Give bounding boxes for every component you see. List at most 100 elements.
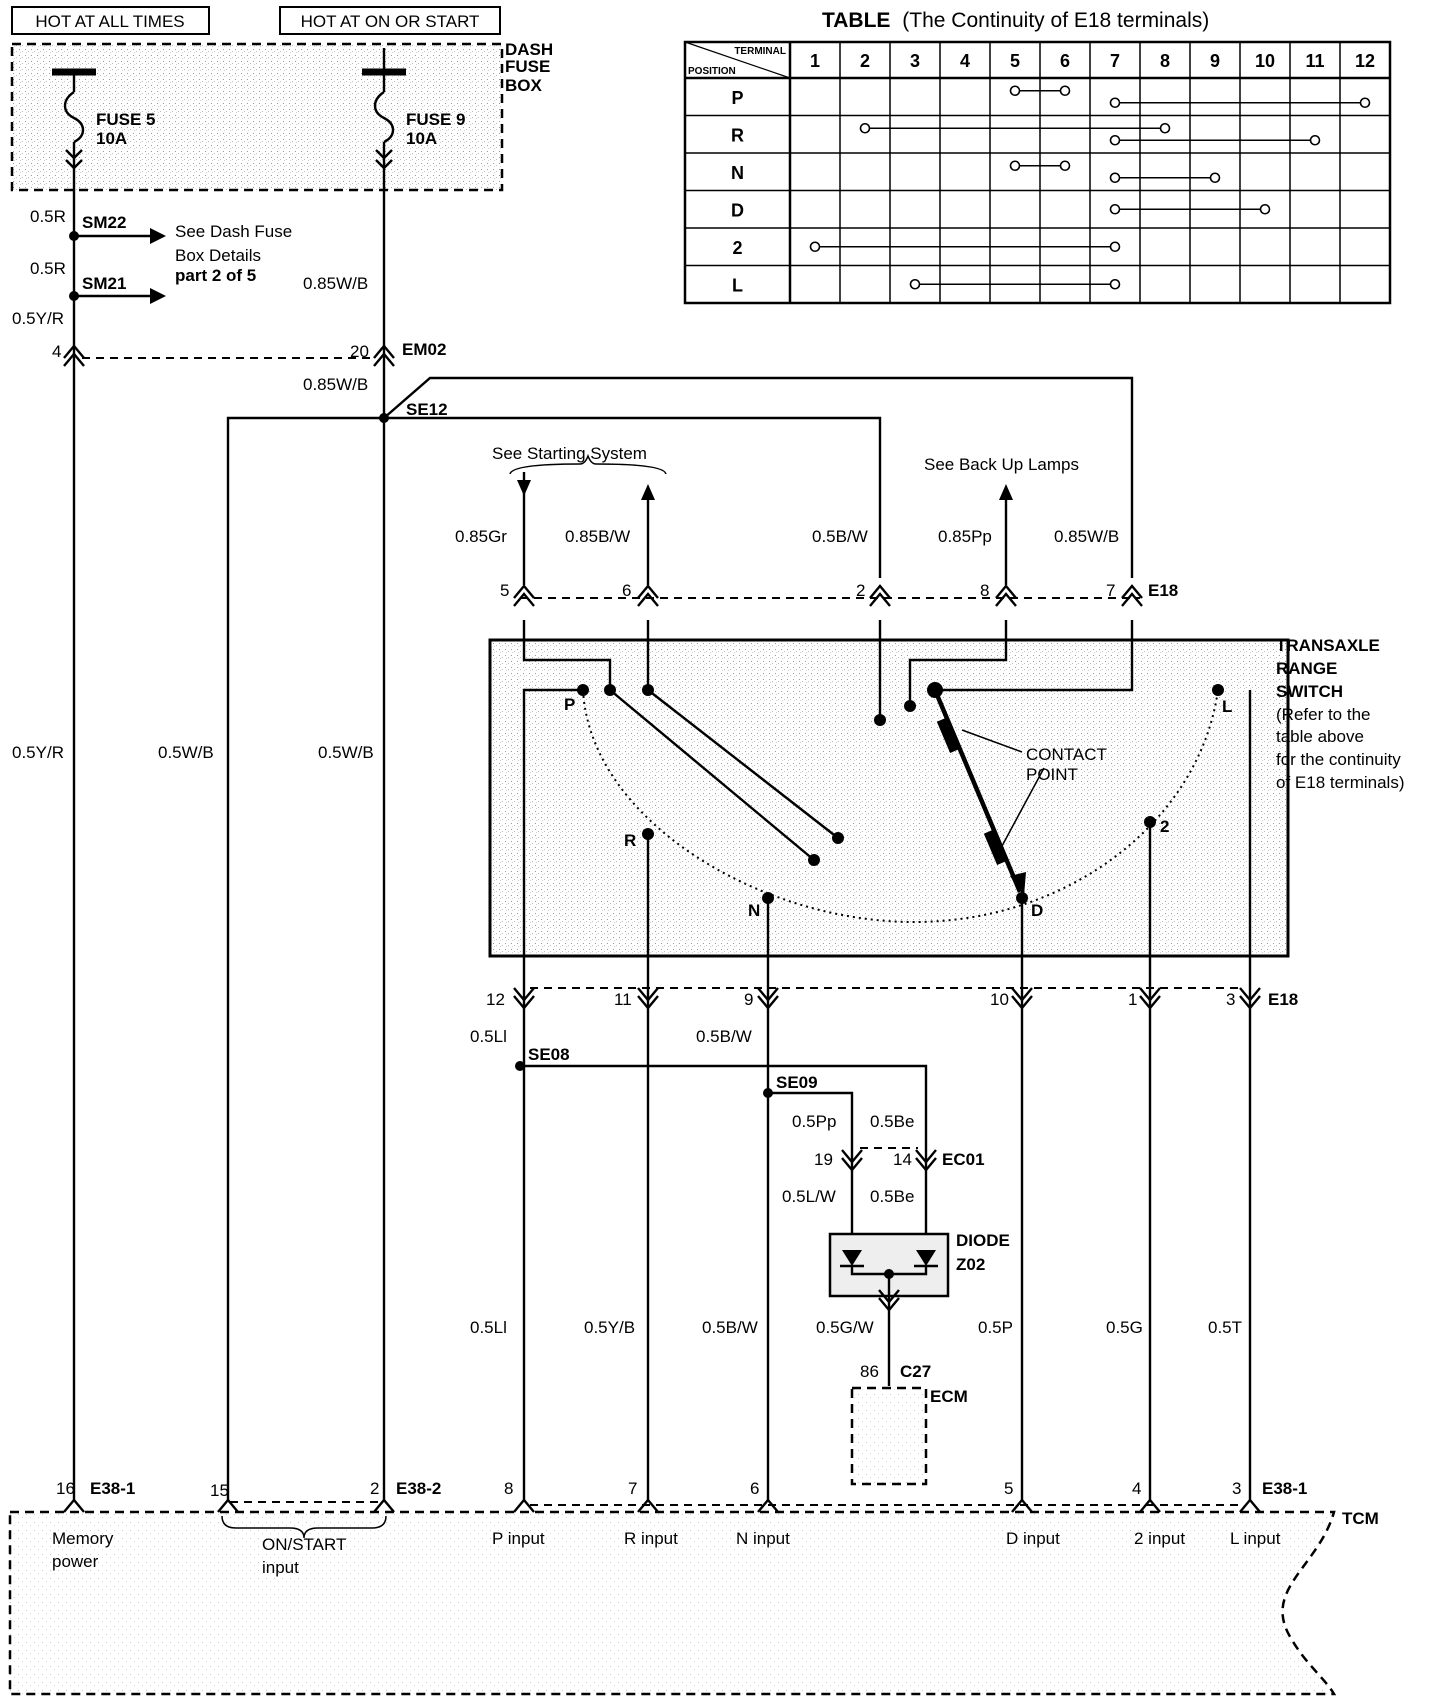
table-title-bold: TABLE [822,9,890,32]
top-e18-connector: See Starting System See Back Up Lamps 0.… [455,444,1178,600]
tcm-module: TCM Memory power ON/START input P input … [8,1509,1379,1696]
table-terminal-header: 11 [1305,51,1324,71]
c27-pin-86: 86 [860,1362,879,1381]
table-continuity-end [1109,203,1121,215]
fuse-box-label-1: DASH [505,40,553,59]
switch-title-1: TRANSAXLE [1276,636,1380,655]
e38-1-label-a: E38-1 [90,1479,135,1498]
wire-05p: 0.5P [978,1318,1013,1337]
table-continuity-end [809,241,821,253]
wire-05be-a: 0.5Be [870,1112,914,1131]
table-terminal-header: 8 [1160,51,1170,71]
tcm-pin-3: 3 [1232,1479,1241,1498]
ec01-chevron [841,1157,863,1172]
tcm-connector: 16 E38-1 15 2 E38-2 8 7 6 5 4 3 E38-1 [56,1479,1307,1506]
memory-power-line2: power [52,1552,99,1571]
table-terminal-header: 1 [810,51,820,71]
e18-top-pin-8: 8 [980,581,989,600]
fuse-5-rating: 10A [96,129,127,148]
ec01-pin-19: 19 [814,1150,833,1169]
switch-note-4: of E18 terminals) [1276,773,1405,792]
em02-label: EM02 [402,340,446,359]
tcm-pin-16: 16 [56,1479,75,1498]
table-terminal-header: 3 [910,51,920,71]
table-terminal-header: 9 [1210,51,1220,71]
connector-chevrons [63,584,1261,1513]
wire-05yr: 0.5Y/R [12,743,64,762]
ec01-chevron [841,1149,863,1164]
switch-pos-d: D [1031,901,1043,920]
wire-05r-b: 0.5R [30,259,66,278]
fuse-5-name: FUSE 5 [96,110,156,129]
wire-05bw-top: 0.5B/W [812,527,868,546]
table-continuity-end [1059,160,1071,172]
n-input: N input [736,1529,790,1548]
wire-085bw: 0.85B/W [565,527,630,546]
e18-top-chevron [1121,592,1143,607]
ec01-pin-14: 14 [893,1150,912,1169]
e18-top-chevron [995,592,1017,607]
fuse-5-symbol [52,68,96,190]
wire-085gr: 0.85Gr [455,527,507,546]
e18-top-pin-2: 2 [856,581,865,600]
see-starting-system: See Starting System [492,444,647,463]
wire-05wb-b: 0.5W/B [318,743,374,762]
tcm-pin-6: 6 [750,1479,759,1498]
table-continuity-end [1009,85,1021,97]
contact-point-line1: CONTACT [1026,745,1107,764]
table-continuity-end [1309,134,1321,146]
hot-at-all-times-label: HOT AT ALL TIMES [35,12,184,31]
ecm-module: 86 C27 ECM [850,1362,968,1486]
splice-sm21: SM21 [82,274,126,293]
wire-085wb-e18: 0.85W/B [1054,527,1119,546]
wire-05bw: 0.5B/W [702,1318,758,1337]
table-continuity-end [1359,97,1371,109]
table-continuity-end [859,122,871,134]
table-terminal-header: 10 [1255,51,1275,71]
wire-05ll: 0.5Ll [470,1318,507,1337]
e18-top-chevron [637,592,659,607]
table-title: TABLE (The Continuity of E18 terminals) [822,9,1209,32]
e18-bottom-chevron [757,995,779,1010]
table-continuity-end [1009,160,1021,172]
tcm-label: TCM [1342,1509,1379,1528]
fuse-9-symbol [362,48,406,190]
tcm-pin-chevron [757,1498,779,1513]
e18-top-label: E18 [1148,581,1178,600]
table-terminal-header: 12 [1355,51,1375,71]
tcm-pin-chevron [1139,1498,1161,1513]
e18-top-pin-6: 6 [622,581,631,600]
see-dash-line3: part 2 of 5 [175,266,256,285]
wire-05pp: 0.5Pp [792,1112,836,1131]
hot-at-all-times-box: HOT AT ALL TIMES [11,6,210,35]
fuse-9-rating: 10A [406,129,437,148]
tcm-pin-chevron [1239,1498,1261,1513]
ecm-label: ECM [930,1387,968,1406]
bottom-e18-connector: 12 11 9 10 1 3 E18 [486,987,1298,1009]
ec01-label: EC01 [942,1150,985,1169]
table-terminal-header: 2 [860,51,870,71]
e18-top-pin-7: 7 [1106,581,1115,600]
table-continuity-end [1059,85,1071,97]
memory-power-circuit: 0.5R SM22 See Dash Fuse Box Details part… [12,190,292,1500]
e18-top-chevron [513,592,535,607]
wire-05be-b: 0.5Be [870,1187,914,1206]
table-corner-position: POSITION [688,66,736,77]
wire-05lw: 0.5L/W [782,1187,836,1206]
switch-title-2: RANGE [1276,659,1337,678]
switch-pos-n: N [748,901,760,920]
table-terminal-header: 7 [1110,51,1120,71]
table-position-label: N [731,163,744,183]
switch-pos-p: P [564,695,575,714]
diode-z02: DIODE Z02 [828,1231,1010,1300]
e38-1-label-b: E38-1 [1262,1479,1307,1498]
splice-se09: SE09 [776,1073,818,1092]
table-frame [683,40,1392,305]
tcm-pin-5: 5 [1004,1479,1013,1498]
table-terminal-header: 6 [1060,51,1070,71]
e18-top-chevron [869,592,891,607]
onstart-line2: input [262,1558,299,1577]
table-position-label: R [731,125,744,145]
table-continuity-end [1109,278,1121,290]
